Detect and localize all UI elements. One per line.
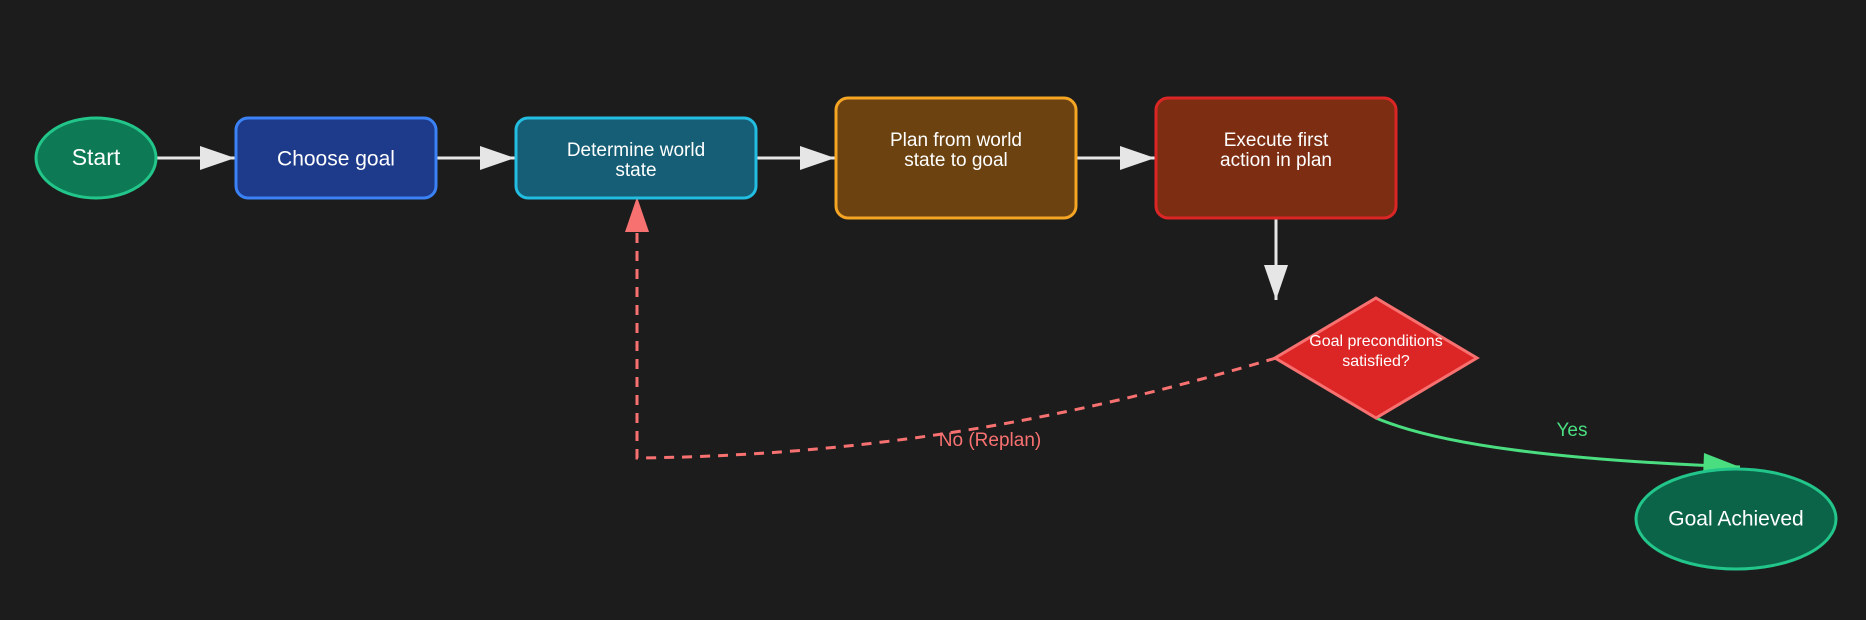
node-execute-label-line1: Execute first <box>1224 130 1329 151</box>
edge-decision-to-goal-achieved <box>1375 416 1741 469</box>
arrowhead-start-to-choose-goal <box>200 146 235 170</box>
node-determine-label-line2: state <box>615 160 656 181</box>
node-choose-goal-label: Choose goal <box>277 148 395 171</box>
node-determine-world-state: Determine world state <box>514 116 758 200</box>
node-decision: Goal preconditions satisfied? <box>1272 296 1480 420</box>
arrowhead-choose-goal-to-determine <box>480 146 515 170</box>
node-plan: Plan from world state to goal <box>834 96 1078 220</box>
arrowhead-execute-to-decision <box>1264 265 1288 300</box>
arrowhead-determine-to-plan <box>800 146 835 170</box>
node-plan-label-line2: state to goal <box>904 150 1008 171</box>
node-determine-label-line1: Determine world <box>567 140 705 161</box>
node-execute-label-line2: action in plan <box>1220 150 1332 171</box>
node-execute: Execute first action in plan <box>1154 96 1398 220</box>
edge-decision-to-determine-replan <box>635 210 1277 460</box>
edge-label-yes: Yes <box>1557 420 1588 441</box>
arrowhead-plan-to-execute <box>1120 146 1155 170</box>
arrowhead-replan <box>625 197 649 232</box>
node-decision-label-line1: Goal preconditions <box>1309 333 1442 350</box>
node-goal-achieved-label: Goal Achieved <box>1668 508 1803 531</box>
node-start-label: Start <box>72 144 121 170</box>
node-plan-label-line1: Plan from world <box>890 130 1022 151</box>
node-goal-achieved: Goal Achieved <box>1634 467 1838 571</box>
node-start: Start <box>34 116 158 200</box>
edge-label-no-replan: No (Replan) <box>939 430 1041 451</box>
node-decision-label-line2: satisfied? <box>1342 353 1410 370</box>
node-choose-goal: Choose goal <box>234 116 438 200</box>
